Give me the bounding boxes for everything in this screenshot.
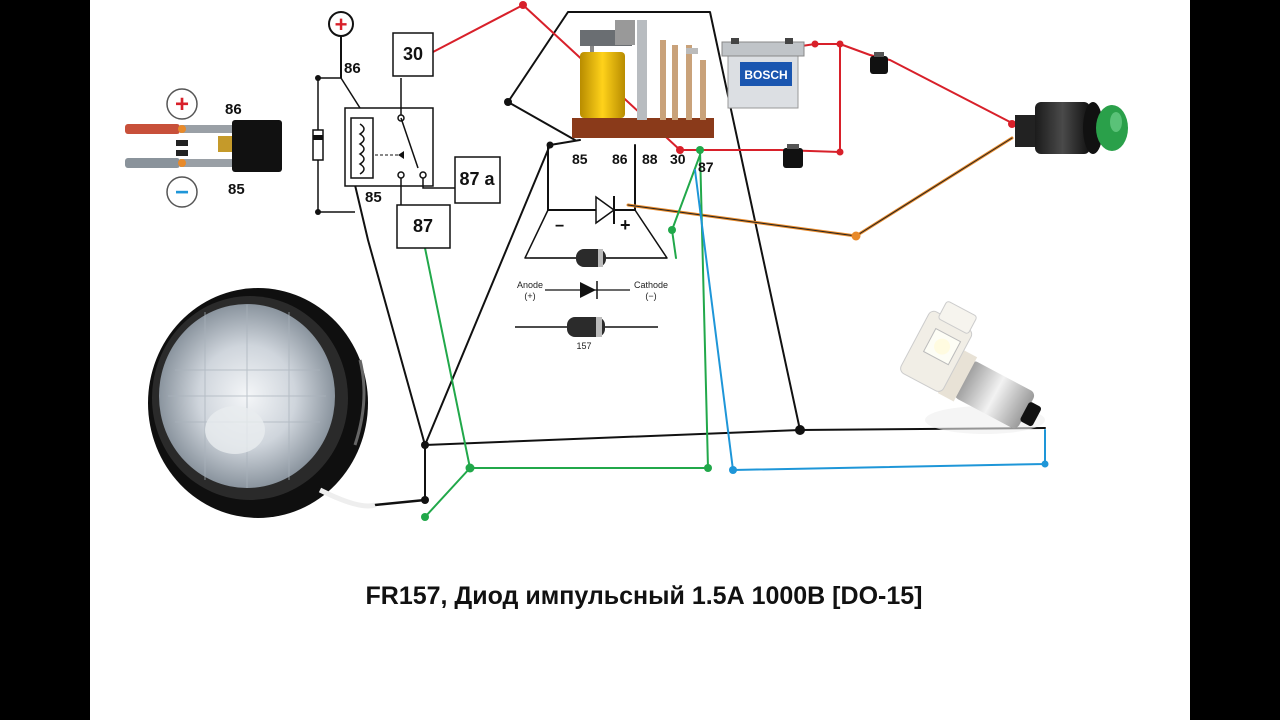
junction-dot — [676, 146, 684, 154]
schematic-diode-icon — [312, 129, 324, 161]
schematic-pin-86: 86 — [344, 60, 361, 77]
relay-pinout-icon: + − 86 85 — [125, 88, 282, 208]
junction-dot — [696, 146, 704, 154]
plus-symbol: + — [175, 91, 189, 118]
junction-dot — [1008, 120, 1016, 128]
junction-dot — [811, 40, 819, 48]
terminal-box-30 — [392, 32, 434, 77]
diode-symbol-icon — [595, 195, 616, 225]
terminal-label-87: 87 — [413, 216, 433, 236]
junction-dot — [546, 141, 554, 149]
wire-black-relay85-to-ground — [354, 184, 426, 501]
relay-schematic: + 86 85 30 87 a 87 — [312, 11, 501, 249]
junction-dot — [668, 226, 676, 234]
minus-circle-icon — [166, 176, 198, 208]
relay-pin-label: 86 — [612, 151, 628, 167]
diode-package-icon — [530, 249, 667, 267]
wire-green-relay-87 — [699, 149, 709, 469]
wire-red-battery — [679, 149, 841, 153]
wire-blue-led — [694, 169, 1046, 471]
diode-block: − + Anode (+) Cathode (−) 157 — [515, 195, 668, 351]
battery-brand: BOSCH — [744, 68, 787, 82]
relay-pin-label: 87 — [698, 159, 714, 175]
relay-coil-icon — [350, 117, 374, 179]
wire-black-frame-down — [507, 101, 576, 141]
plus-circle-icon — [166, 88, 198, 120]
junction-dot — [851, 231, 861, 241]
junction-dot — [465, 463, 475, 473]
plus-terminal-symbol: + — [335, 12, 348, 37]
fuse-icon-top — [870, 52, 888, 74]
junction-dots — [421, 1, 1049, 521]
anode-label: Anode — [517, 280, 543, 290]
terminal-label-30: 30 — [403, 44, 423, 64]
terminal-box-87a — [454, 156, 501, 204]
cathode-label: Cathode — [634, 280, 668, 290]
junction-dot — [729, 466, 737, 474]
wire-green-headlight — [424, 467, 471, 518]
terminal-label-87a: 87 a — [459, 169, 495, 189]
push-button-icon — [1015, 102, 1128, 154]
relay-photo-icon: 85 86 88 30 87 — [572, 20, 714, 175]
relay-photo-pins: 85 86 88 30 87 — [572, 151, 714, 175]
junction-dot — [704, 464, 712, 472]
junction-dot — [1041, 460, 1049, 468]
battery-icon: BOSCH — [721, 38, 805, 109]
fuse-icon-bottom — [783, 144, 803, 168]
minus-symbol: − — [175, 179, 189, 206]
terminal-box-87 — [396, 204, 451, 249]
diagram-caption: FR157, Диод импульсный 1.5А 1000В [DO-15… — [366, 582, 923, 610]
led-bulb-icon — [900, 301, 1045, 434]
junction-dot — [795, 425, 805, 435]
pin-label-86: 86 — [225, 101, 242, 118]
junction-dot — [836, 40, 844, 48]
headlight-icon — [148, 288, 376, 518]
junction-dot — [519, 1, 527, 9]
relay-pin-label: 30 — [670, 151, 686, 167]
junction-dot — [504, 98, 512, 106]
relay-pin-label: 88 — [642, 151, 658, 167]
cathode-sign: (−) — [645, 291, 656, 301]
diode-plus-label: + — [620, 215, 631, 235]
wire-green-diode-down — [671, 229, 677, 259]
anode-sign: (+) — [524, 291, 535, 301]
diode-part-number: 157 — [576, 341, 591, 351]
junction-dot — [421, 441, 429, 449]
junction-dot — [421, 496, 429, 504]
schematic-pin-85: 85 — [365, 189, 382, 206]
diode-minus-label: − — [555, 218, 564, 235]
junction-dot — [421, 513, 429, 521]
wire-red-battery-top — [794, 43, 841, 153]
pin-label-85: 85 — [228, 181, 245, 198]
wire-black-headlight — [373, 498, 427, 507]
diode-157-icon — [515, 317, 658, 337]
junction-dot — [836, 148, 844, 156]
wire-green-diode — [671, 154, 701, 231]
relay-pin-label: 85 — [572, 151, 588, 167]
